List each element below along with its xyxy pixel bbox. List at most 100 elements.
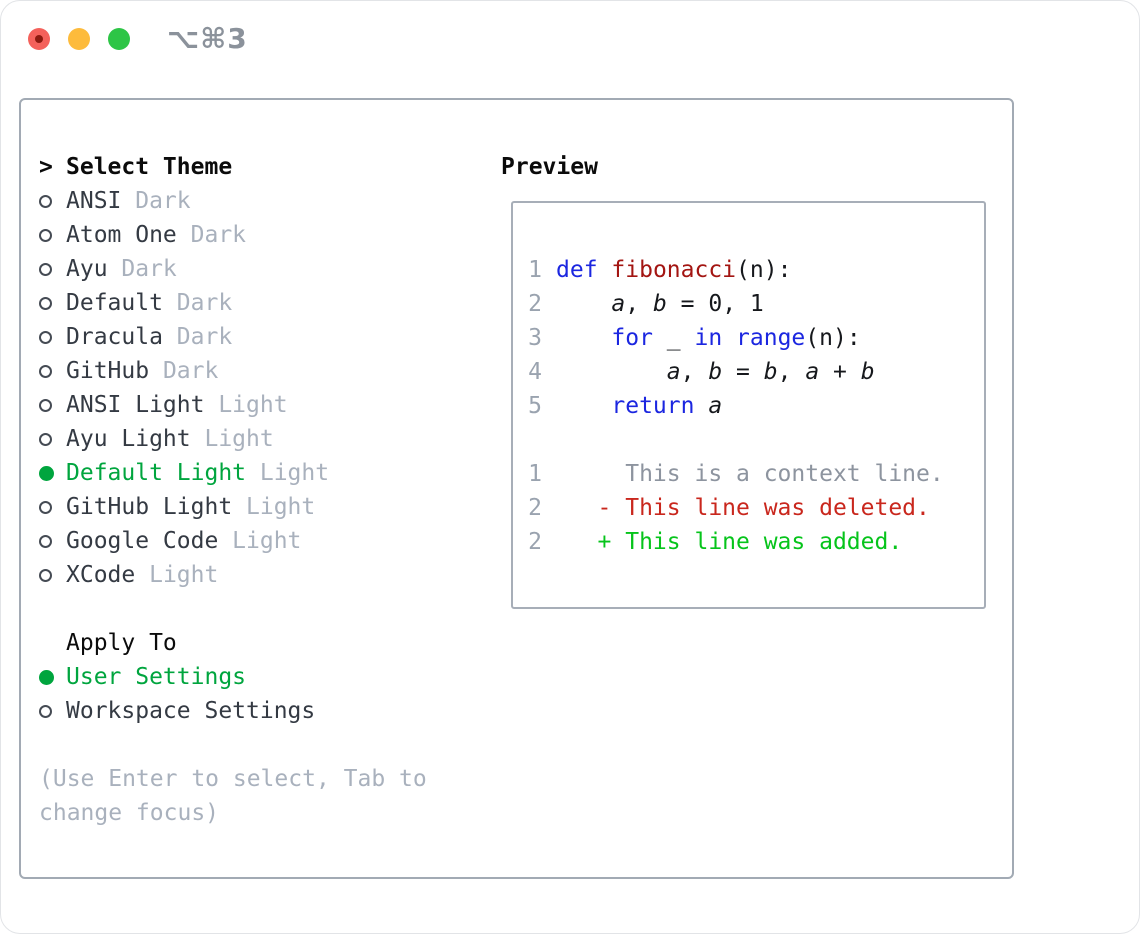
- code-token-kw: in: [694, 325, 723, 351]
- radio-icon[interactable]: [39, 704, 52, 718]
- radio-icon[interactable]: [39, 330, 52, 344]
- code-token-plain: ,: [777, 359, 806, 385]
- diff-text: + This line was added.: [556, 529, 903, 555]
- variant-tag: Light: [246, 494, 316, 520]
- code-token-var: b: [652, 291, 667, 317]
- radio-icon[interactable]: [39, 194, 52, 208]
- option-label: GitHub Light: [66, 494, 233, 520]
- diff-line-context: 1 This is a context line.: [528, 457, 984, 491]
- line-number: 1: [528, 461, 542, 487]
- option-label: User Settings: [66, 664, 247, 690]
- diff-block: 1 This is a context line. 2 - This line w…: [528, 457, 984, 559]
- radio-icon[interactable]: [39, 228, 52, 242]
- code-token-kw: range: [736, 325, 806, 351]
- code-token-plain: [694, 389, 708, 423]
- apply-to-option[interactable]: Workspace Settings: [39, 694, 501, 728]
- theme-option[interactable]: ANSI Light Light: [39, 388, 501, 422]
- apply-to-header: Apply To: [39, 626, 501, 660]
- code-line: 3 for _ in range(n):: [528, 321, 984, 355]
- radio-selected-icon[interactable]: [39, 669, 54, 685]
- code-token-plain: [556, 389, 611, 423]
- option-label: Default: [66, 290, 163, 316]
- code-line: 5 return a: [528, 389, 984, 423]
- variant-tag: Light: [218, 392, 288, 418]
- code-token-plain: [556, 355, 667, 389]
- spacer: [39, 592, 501, 626]
- code-token-var: a: [666, 359, 681, 385]
- option-label: Google Code: [66, 528, 219, 554]
- code-line: 1 def fibonacci(n):: [528, 253, 984, 287]
- code-token-fn: fibonacci: [611, 257, 737, 283]
- code-token-plain: [556, 321, 611, 355]
- line-number: 1: [528, 257, 542, 283]
- hint-line-1: (Use Enter to select, Tab to: [39, 766, 427, 792]
- close-button[interactable]: [28, 28, 50, 50]
- code-token-plain: +: [819, 359, 861, 385]
- variant-tag: Light: [232, 528, 302, 554]
- code-token-plain: ,: [625, 291, 653, 317]
- apply-to-option[interactable]: User Settings: [39, 660, 501, 694]
- line-number: 2: [528, 495, 542, 521]
- option-label: GitHub: [66, 358, 150, 384]
- line-number: 2: [528, 529, 542, 555]
- theme-option[interactable]: GitHub Light Light: [39, 490, 501, 524]
- radio-icon[interactable]: [39, 500, 52, 514]
- code-token-plain: (n):: [736, 257, 792, 283]
- variant-tag: Dark: [135, 188, 191, 214]
- variant-tag: Light: [204, 426, 274, 452]
- radio-icon[interactable]: [39, 568, 52, 582]
- code-token-var: b: [763, 359, 778, 385]
- radio-icon[interactable]: [39, 296, 52, 310]
- code-token-var: a: [611, 291, 626, 317]
- variant-tag: Dark: [176, 290, 233, 316]
- minimize-button[interactable]: [68, 28, 90, 50]
- variant-tag: Dark: [162, 358, 219, 384]
- line-number: 3: [528, 325, 542, 351]
- theme-option[interactable]: Default Dark: [39, 286, 501, 320]
- code-token-kw: return: [611, 393, 695, 419]
- code-token-kw: def: [556, 257, 598, 283]
- theme-option[interactable]: GitHub Dark: [39, 354, 501, 388]
- option-label: Workspace Settings: [66, 698, 316, 724]
- radio-selected-icon[interactable]: [39, 465, 54, 481]
- code-token-plain: [598, 253, 612, 287]
- prompt-chevron-icon: >: [39, 154, 53, 180]
- hint-line-2: change focus): [39, 800, 220, 826]
- radio-icon[interactable]: [39, 534, 52, 548]
- code-token-var: a: [708, 393, 723, 419]
- code-token-plain: ,: [680, 359, 709, 385]
- select-theme-header: > Select Theme: [39, 150, 501, 184]
- option-label: Atom One: [66, 222, 177, 248]
- radio-icon[interactable]: [39, 364, 52, 378]
- theme-option[interactable]: Google Code Light: [39, 524, 501, 558]
- line-number: 2: [528, 291, 542, 317]
- variant-tag: Light: [259, 460, 330, 486]
- radio-icon[interactable]: [39, 432, 52, 446]
- select-theme-title: Select Theme: [66, 154, 233, 180]
- diff-text: This is a context line.: [556, 461, 944, 487]
- option-label: ANSI Light: [66, 392, 205, 418]
- variant-tag: Dark: [176, 324, 233, 350]
- diff-text: - This line was deleted.: [556, 495, 930, 521]
- spacer: [39, 728, 501, 762]
- radio-icon[interactable]: [39, 262, 52, 276]
- zoom-button[interactable]: [108, 28, 130, 50]
- code-token-var: b: [708, 359, 723, 385]
- line-number: 4: [528, 359, 542, 385]
- radio-icon[interactable]: [39, 398, 52, 412]
- variant-tag: Dark: [121, 256, 177, 282]
- preview-title: Preview: [501, 154, 598, 180]
- code-token-plain: (n):: [805, 325, 861, 351]
